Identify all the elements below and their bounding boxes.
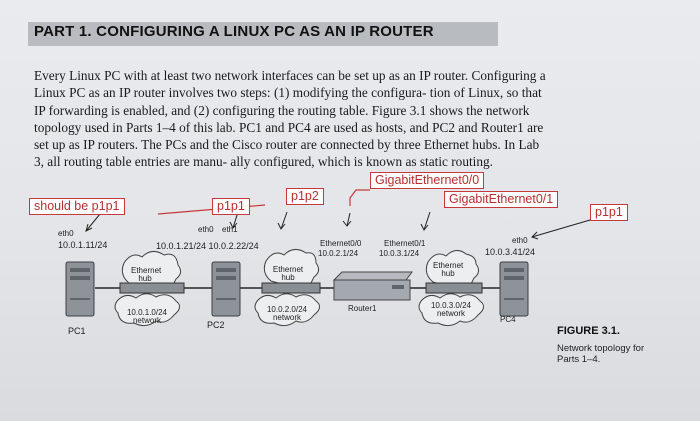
router1-icon bbox=[332, 271, 413, 301]
section-title: PART 1. CONFIGURING A LINUX PC AS AN IP … bbox=[34, 23, 434, 40]
net3-label: 10.0.3.0/24 network bbox=[430, 301, 472, 318]
pc2-interface0-label: eth0 bbox=[198, 225, 214, 234]
pc2-interface1-label: eth1 bbox=[222, 225, 238, 234]
pc2-ip-label: 10.0.1.21/24 10.0.2.22/24 bbox=[156, 241, 259, 251]
net1-label: 10.0.1.0/24 network bbox=[126, 308, 168, 325]
hub1-label: Ethernet hub bbox=[131, 266, 162, 283]
router1-if1-label: Ethernet0/1 bbox=[384, 239, 426, 248]
pc1-ip-label: 10.0.1.11/24 bbox=[58, 240, 108, 250]
pointer-arrows bbox=[85, 211, 591, 240]
annotation-gigabit-ethernet-0-1: GigabitEthernet0/1 bbox=[444, 191, 559, 208]
figure-title: FIGURE 3.1. bbox=[557, 325, 620, 337]
annotation-should-be-p1p1: should be p1p1 bbox=[29, 198, 125, 215]
hub2-icon bbox=[254, 249, 321, 327]
pc1-interface-label: eth0 bbox=[58, 229, 74, 238]
pc4-ip-label: 10.0.3.41/24 bbox=[485, 247, 536, 257]
hub3-icon bbox=[418, 250, 484, 327]
router1-if0-ip-label: 10.0.2.1/24 bbox=[318, 249, 359, 258]
pc2-icon bbox=[211, 261, 241, 317]
pc4-icon bbox=[499, 261, 529, 317]
section-title-bar bbox=[28, 22, 498, 46]
router1-if1-ip-label: 10.0.3.1/24 bbox=[379, 249, 420, 258]
pc2-name-label: PC2 bbox=[207, 320, 225, 330]
figure-caption: Network topology for Parts 1–4. bbox=[557, 343, 645, 365]
annotation-p1p2-pc2: p1p2 bbox=[286, 188, 324, 205]
intro-paragraph: Every Linux PC with at least two network… bbox=[34, 68, 546, 170]
hub2-label: Ethernet hub bbox=[272, 265, 304, 282]
annotation-p1p1-pc4: p1p1 bbox=[590, 204, 628, 221]
annotation-p1p1-pc2: p1p1 bbox=[212, 198, 250, 215]
annotation-gigabit-ethernet-0-0: GigabitEthernet0/0 bbox=[370, 172, 485, 189]
router1-name-label: Router1 bbox=[348, 304, 377, 313]
net2-label: 10.0.2.0/24 network bbox=[266, 305, 308, 322]
router1-if0-label: Ethernet0/0 bbox=[320, 239, 362, 248]
hub3-label: Ethernet hub bbox=[433, 261, 464, 278]
pc1-icon bbox=[65, 261, 95, 317]
pc4-interface-label: eth0 bbox=[512, 236, 528, 245]
hub1-icon bbox=[114, 251, 185, 327]
pc4-name-label: PC4 bbox=[500, 315, 516, 324]
pc1-name-label: PC1 bbox=[68, 326, 86, 336]
